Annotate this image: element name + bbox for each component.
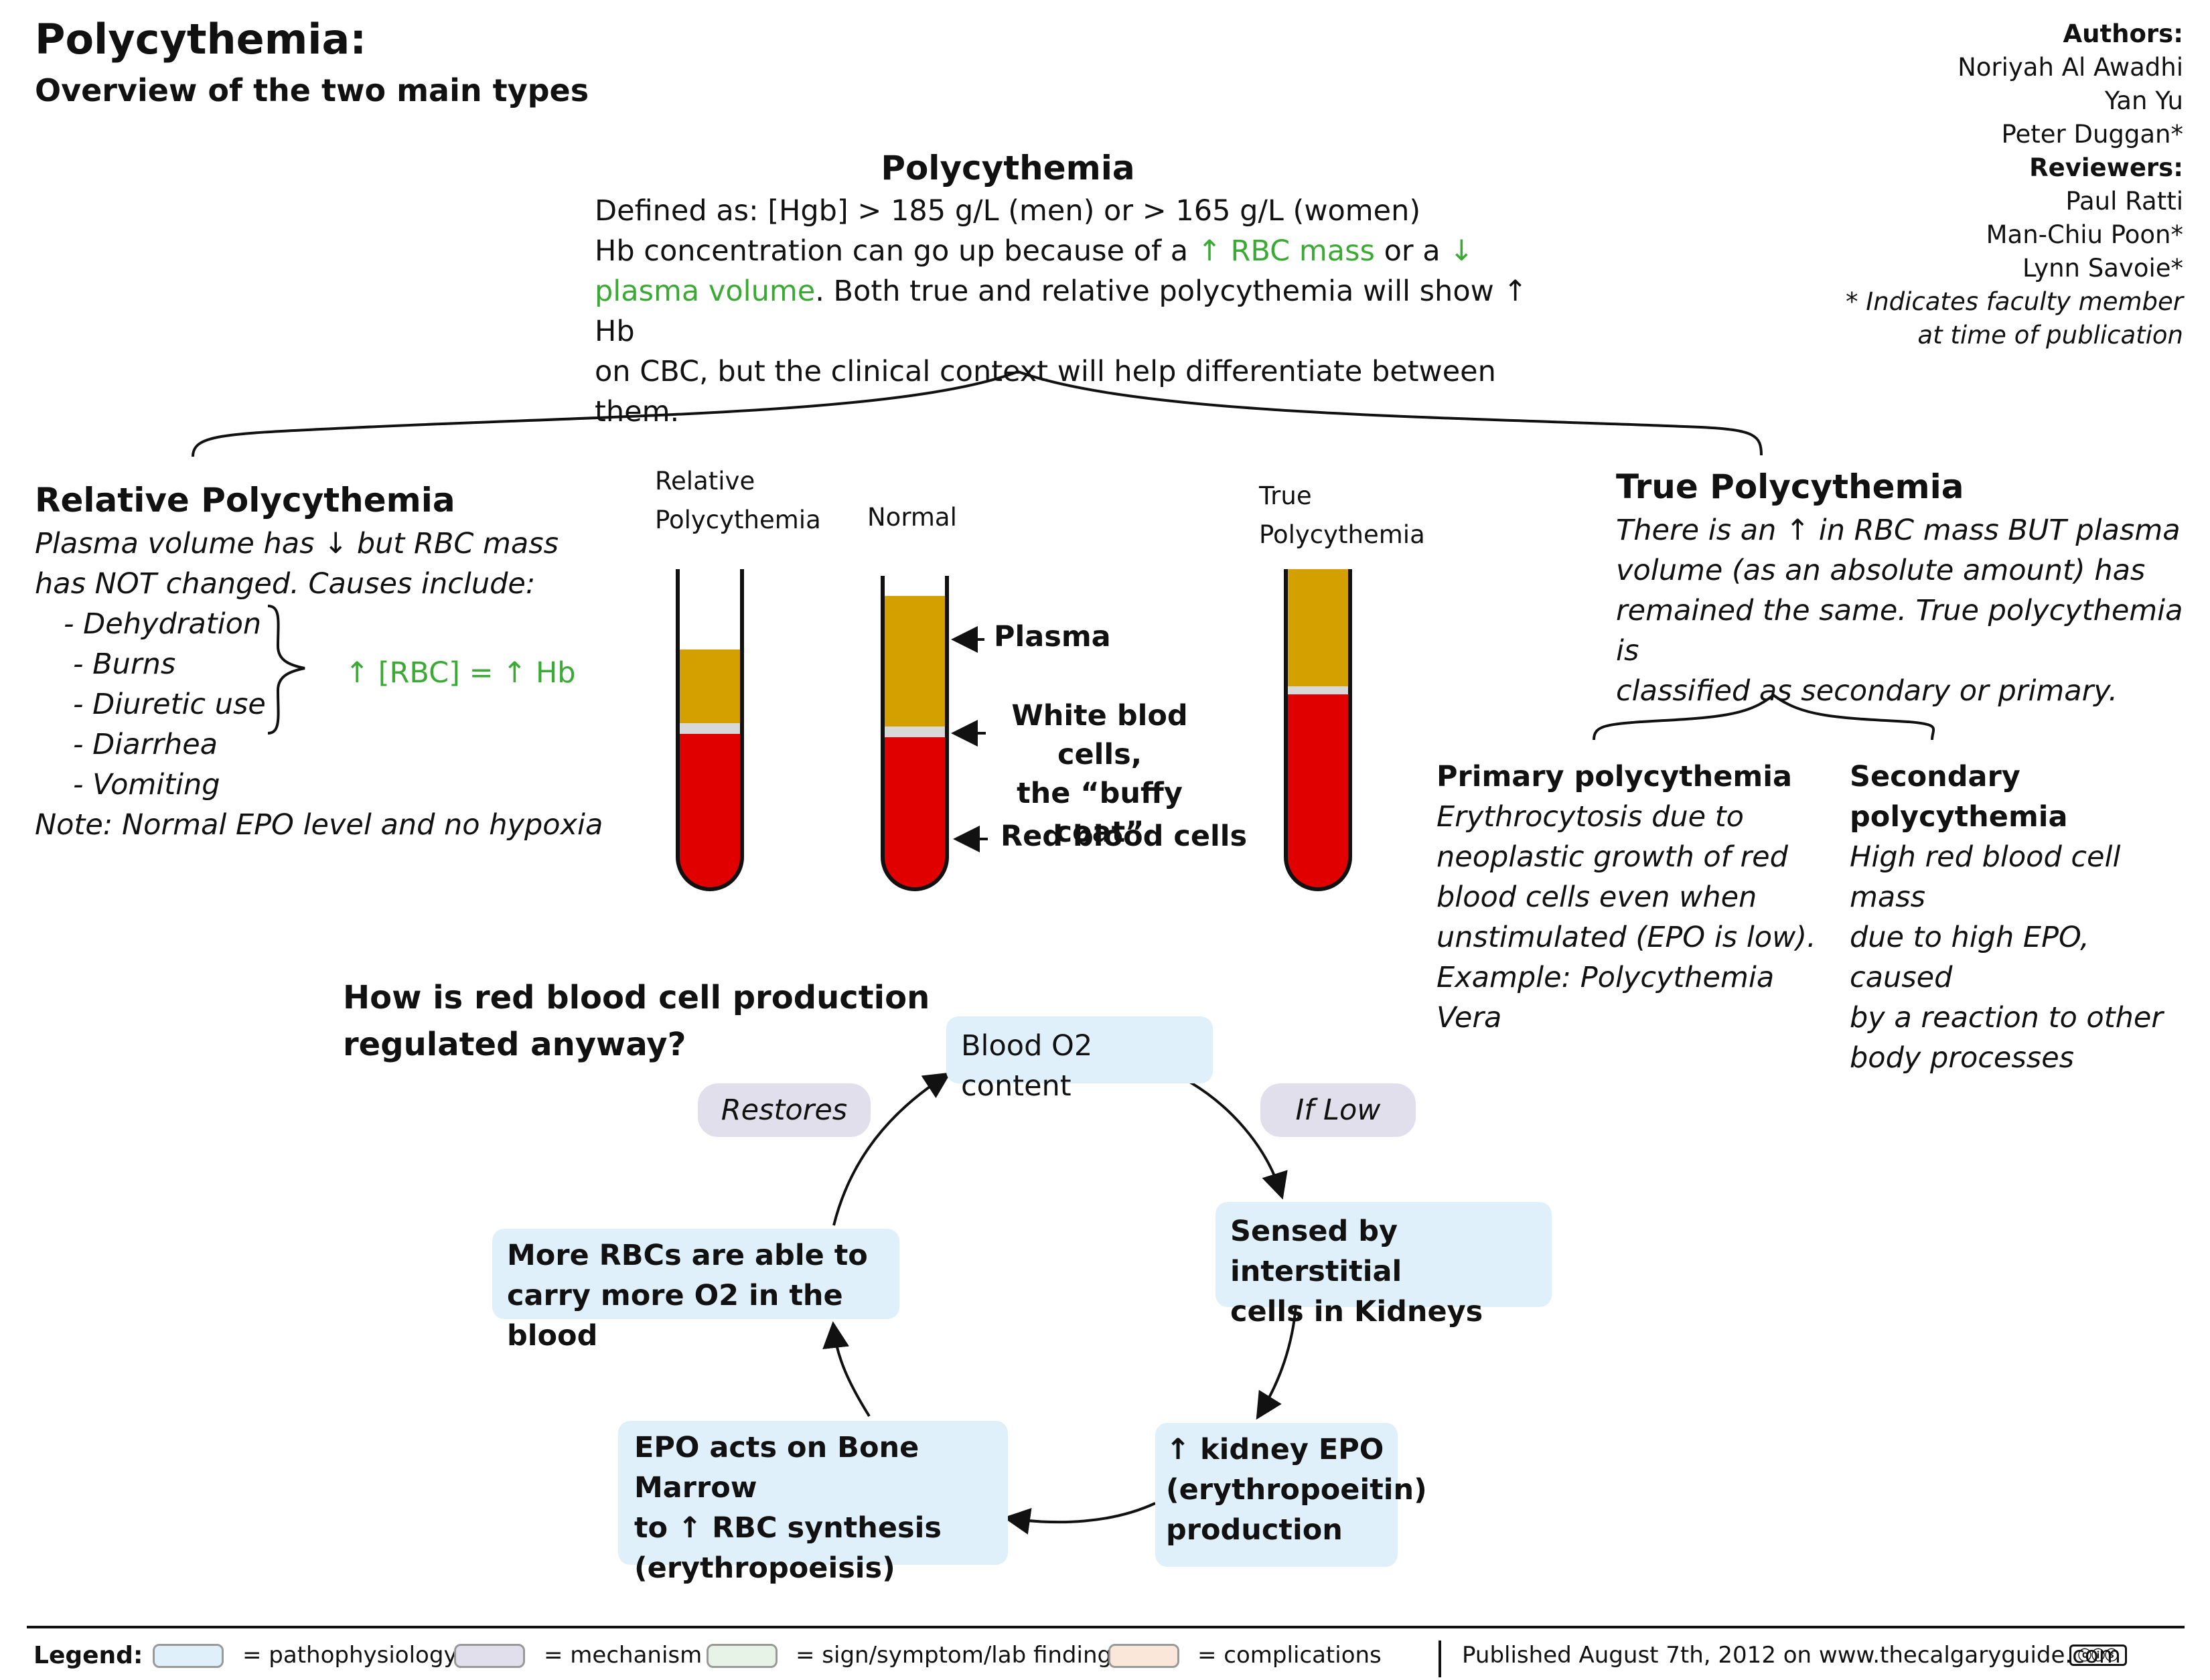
- restores-pill: Restores: [698, 1083, 871, 1137]
- creative-commons-icon[interactable]: ⓒⓘⓢ: [2069, 1645, 2127, 1666]
- rbc-hb-result: ↑ [RBC] = ↑ Hb: [345, 656, 576, 690]
- faculty-note: * Indicates faculty member: [1846, 287, 2183, 316]
- primary-description: Erythrocytosis due to neoplastic growth …: [1436, 800, 1816, 1035]
- secondary-description: High red blood cell mass due to high EPO…: [1850, 840, 2163, 1075]
- legend-swatch-pathophysiology: [153, 1644, 224, 1668]
- published-note[interactable]: Published August 7th, 2012 on www.thecal…: [1462, 1642, 2121, 1669]
- legend-complications: = complications: [1197, 1642, 1382, 1669]
- legend-sign: = sign/symptom/lab finding: [796, 1642, 1112, 1669]
- plasma-label: Plasma: [994, 620, 1111, 654]
- cycle-arrow-to-blood-o2: [832, 1072, 952, 1226]
- faculty-note: at time of publication: [1917, 321, 2183, 350]
- true-sub-brace: [1593, 693, 1935, 741]
- normal-tube: [881, 576, 949, 891]
- relative-heading: Relative Polycythemia: [35, 481, 455, 520]
- reviewer-name: Man-Chiu Poon*: [1986, 220, 2183, 249]
- primary-heading: Primary polycythemia: [1436, 760, 1792, 793]
- cause-item: - Diarrhea: [73, 728, 218, 761]
- reviewer-name: Paul Ratti: [2065, 187, 2183, 216]
- relative-tube: [676, 569, 744, 891]
- legend-pathophysiology: = pathophysiology: [242, 1642, 457, 1669]
- legend-mechanism: = mechanism: [544, 1642, 703, 1669]
- legend-swatch-sign: [707, 1644, 778, 1668]
- relative-description: Plasma volume has ↓ but RBC mass has NOT…: [35, 527, 559, 601]
- cause-item: - Dehydration: [64, 607, 262, 641]
- relative-note: Note: Normal EPO level and no hypoxia: [35, 808, 603, 842]
- blood-o2-box: Blood O2 content: [946, 1016, 1213, 1103]
- author-name: Peter Duggan*: [2001, 120, 2183, 149]
- legend-label: Legend:: [33, 1642, 143, 1669]
- author-name: Yan Yu: [2104, 86, 2183, 115]
- true-heading: True Polycythemia: [1616, 467, 1964, 506]
- cause-item: - Vomiting: [73, 768, 220, 801]
- legend-swatch-complications: [1108, 1644, 1179, 1668]
- causes-brace: [267, 605, 305, 735]
- reviewers-label: Reviewers:: [2029, 153, 2183, 182]
- page-subtitle: Overview of the two main types: [35, 72, 589, 108]
- if-low-pill: If Low: [1260, 1083, 1416, 1137]
- true-tube: [1284, 569, 1352, 891]
- authors-label: Authors:: [2063, 19, 2184, 48]
- definition-heading: Polycythemia: [881, 149, 1135, 187]
- cause-item: - Burns: [73, 647, 176, 681]
- cycle-arrow-to-more-rbc: [822, 1321, 871, 1418]
- causes-list: - Dehydration - Burns - Diuretic use - D…: [64, 604, 266, 805]
- cycle-arrow-to-sensed: [1187, 1080, 1288, 1200]
- reviewer-name: Lynn Savoie*: [2022, 254, 2183, 283]
- cycle-arrow-to-marrow: [1003, 1502, 1156, 1535]
- kidney-epo-box: ↑ kidney EPO(erythropoeitin)production: [1155, 1423, 1427, 1567]
- normal-tube-label: Normal: [867, 503, 957, 532]
- legend-swatch-mechanism: [454, 1644, 525, 1668]
- definition-text: Defined as: [Hgb] > 185 g/L (men) or > 1…: [595, 194, 1528, 429]
- true-description: There is an ↑ in RBC mass BUT plasma vol…: [1616, 514, 2183, 708]
- cause-item: - Diuretic use: [73, 688, 266, 721]
- page-title: Polycythemia:: [35, 15, 367, 64]
- main-brace: [192, 370, 1763, 457]
- rbc-label: Red blood cells: [1001, 820, 1248, 853]
- credits-block: Authors: Noriyah Al Awadhi Yan Yu Peter …: [1714, 17, 2183, 352]
- wbc-label: White blod cells,the “buffy coat”: [1011, 699, 1188, 849]
- cycle-arrow-to-epo: [1256, 1305, 1297, 1420]
- author-name: Noriyah Al Awadhi: [1958, 53, 2183, 82]
